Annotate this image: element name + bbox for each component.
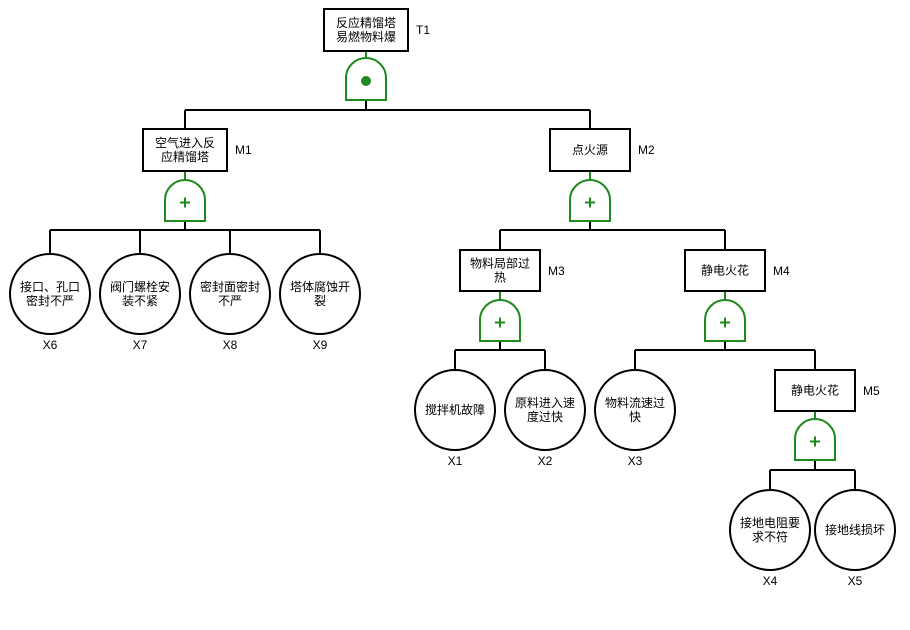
connector-lines <box>49 100 856 490</box>
event-id-label: M3 <box>548 264 565 278</box>
event-rect <box>323 8 409 52</box>
basic-event-circle <box>729 489 811 571</box>
event-description: 接地线损坏 <box>825 522 885 537</box>
event-id-label: M2 <box>638 143 655 157</box>
or-gate-icon <box>704 291 746 342</box>
event-description: 装不紧 <box>122 294 158 308</box>
event-box-M5[interactable]: 静电火花 M5 <box>774 369 880 412</box>
event-id-label: T1 <box>416 23 430 37</box>
event-rect <box>549 128 631 172</box>
event-description: 空气进入反 <box>155 135 215 150</box>
event-description: 应精馏塔 <box>161 149 209 164</box>
event-description: 阀门螺栓安 <box>110 279 170 294</box>
event-box-M4[interactable]: 静电火花 M4 <box>684 249 790 292</box>
basic-event-circle <box>99 253 181 335</box>
event-description: 物料流速过 <box>605 396 665 410</box>
or-gate-icon <box>164 171 206 222</box>
basic-event-circle <box>594 369 676 451</box>
or-gate-icon <box>479 291 521 342</box>
or-gate-icon <box>794 411 836 461</box>
event-id-label: M5 <box>863 384 880 398</box>
event-id-label: M4 <box>773 264 790 278</box>
event-description: 热 <box>494 271 506 285</box>
basic-event-circle <box>279 253 361 335</box>
event-description: 原料进入速 <box>515 396 575 410</box>
event-id-label: M1 <box>235 143 252 157</box>
basic-event-X1[interactable]: 搅拌机故障 X1 <box>414 369 496 468</box>
basic-event-circle <box>414 369 496 451</box>
event-rect <box>142 128 228 172</box>
logic-gates <box>164 51 836 461</box>
event-description: 度过快 <box>527 409 563 424</box>
event-description: 静电火花 <box>701 263 749 278</box>
event-description: 点火源 <box>572 143 608 157</box>
and-dot-icon <box>361 76 371 86</box>
event-id-label: X1 <box>448 454 463 468</box>
basic-event-circle <box>9 253 91 335</box>
event-description: 易燃物料爆 <box>336 29 396 44</box>
event-description: 塔体腐蚀开 <box>290 279 350 294</box>
event-description: 裂 <box>314 294 326 308</box>
event-id-label: X7 <box>133 338 148 352</box>
basic-event-circle <box>814 489 896 571</box>
or-gate-icon <box>569 171 611 222</box>
event-description: 求不符 <box>752 529 788 544</box>
event-id-label: X6 <box>43 338 58 352</box>
event-id-label: X8 <box>223 338 238 352</box>
event-id-label: X4 <box>763 574 778 588</box>
event-id-label: X3 <box>628 454 643 468</box>
event-description: 密封面密封 <box>200 279 260 294</box>
event-description: 静电火花 <box>791 383 839 398</box>
event-description: 密封不严 <box>26 293 74 308</box>
event-description: 搅拌机故障 <box>425 402 485 417</box>
event-description: 接口、孔口 <box>20 279 80 294</box>
basic-event-circle <box>189 253 271 335</box>
event-id-label: X5 <box>848 574 863 588</box>
event-rect <box>684 249 766 292</box>
basic-event-circle <box>504 369 586 451</box>
and-gate-icon <box>345 51 387 101</box>
event-rect <box>774 369 856 412</box>
event-description: 反应精馏塔 <box>336 15 396 30</box>
event-description: 快 <box>629 410 641 424</box>
event-description: 物料局部过 <box>470 256 530 271</box>
event-rect <box>459 249 541 292</box>
event-id-label: X2 <box>538 454 553 468</box>
event-description: 接地电阻要 <box>740 515 800 530</box>
event-description: 不严 <box>218 294 242 308</box>
basic-event-X5[interactable]: 接地线损坏 X5 <box>814 489 896 588</box>
event-box-M2[interactable]: 点火源 M2 <box>549 128 655 172</box>
event-id-label: X9 <box>313 338 328 352</box>
